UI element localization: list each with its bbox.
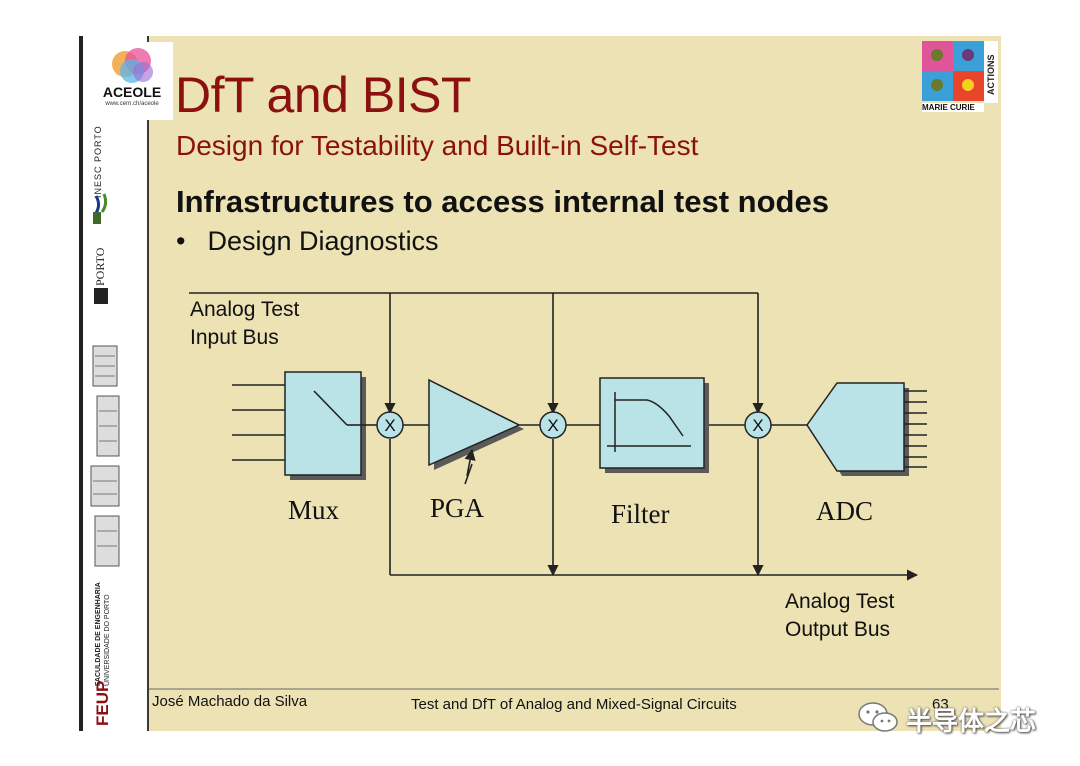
inesc-bar: [93, 212, 101, 224]
slide-heading: Infrastructures to access internal test …: [176, 184, 829, 219]
filter-label: Filter: [611, 499, 670, 529]
sidebar-logos: INESC PORTO PORTO FEUP FAC: [79, 36, 149, 731]
building-sketch: [90, 345, 120, 567]
pga-label: PGA: [430, 493, 485, 523]
uporto-box: [94, 288, 108, 304]
pga-block: [428, 378, 524, 485]
mux-block: [284, 371, 366, 480]
switch-node-2: X: [539, 411, 567, 439]
adc-label: ADC: [816, 496, 873, 526]
slide-subtitle: Design for Testability and Built-in Self…: [176, 130, 699, 161]
switch-node-1: X: [376, 411, 404, 439]
footer-author: José Machado da Silva: [152, 693, 308, 710]
aceole-logo: ACEOLE www.cern.ch/aceole: [89, 42, 173, 120]
switch-label-2: X: [547, 416, 558, 435]
input-test-bus: [189, 292, 764, 415]
input-bus-label-2: Input Bus: [190, 326, 279, 349]
slide-title: DfT and BIST: [175, 67, 471, 123]
mux-inputs: [232, 384, 285, 461]
filter-block: [599, 377, 709, 473]
switch-label-3: X: [752, 416, 763, 435]
footer-page-number: 63: [932, 696, 949, 713]
slide: INESC PORTO PORTO FEUP FAC: [79, 36, 1001, 731]
marie-curie-text: MARIE CURIE: [922, 103, 984, 112]
bullet-marker: •: [176, 226, 186, 256]
bullet-item: • Design Diagnostics: [176, 226, 439, 257]
input-bus-label-1: Analog Test: [190, 298, 300, 321]
aceole-name: ACEOLE: [102, 84, 162, 100]
output-bus-label-2: Output Bus: [785, 618, 890, 641]
aceole-url: www.cern.ch/aceole: [105, 101, 159, 107]
switch-label-1: X: [384, 416, 395, 435]
wechat-icon: [858, 702, 898, 732]
marie-curie-logo: ACTIONS MARIE CURIE: [922, 41, 998, 112]
output-test-bus: [389, 439, 919, 581]
aceole-circles-icon: [112, 48, 153, 83]
mux-label: Mux: [288, 495, 340, 525]
output-bus-label-1: Analog Test: [785, 590, 895, 613]
footer-course: Test and DfT of Analog and Mixed-Signal …: [411, 696, 737, 713]
block-diagram: X X X Mux PGA Filter ADC Analog Test Inp…: [149, 292, 999, 690]
watermark-text: 半导体之芯: [906, 706, 1037, 736]
adc-block: [806, 382, 927, 476]
bullet-text: Design Diagnostics: [207, 226, 439, 256]
switch-node-3: X: [744, 411, 772, 439]
sidebar-shadow: [79, 36, 83, 731]
marie-curie-portrait-icon: [922, 41, 998, 103]
